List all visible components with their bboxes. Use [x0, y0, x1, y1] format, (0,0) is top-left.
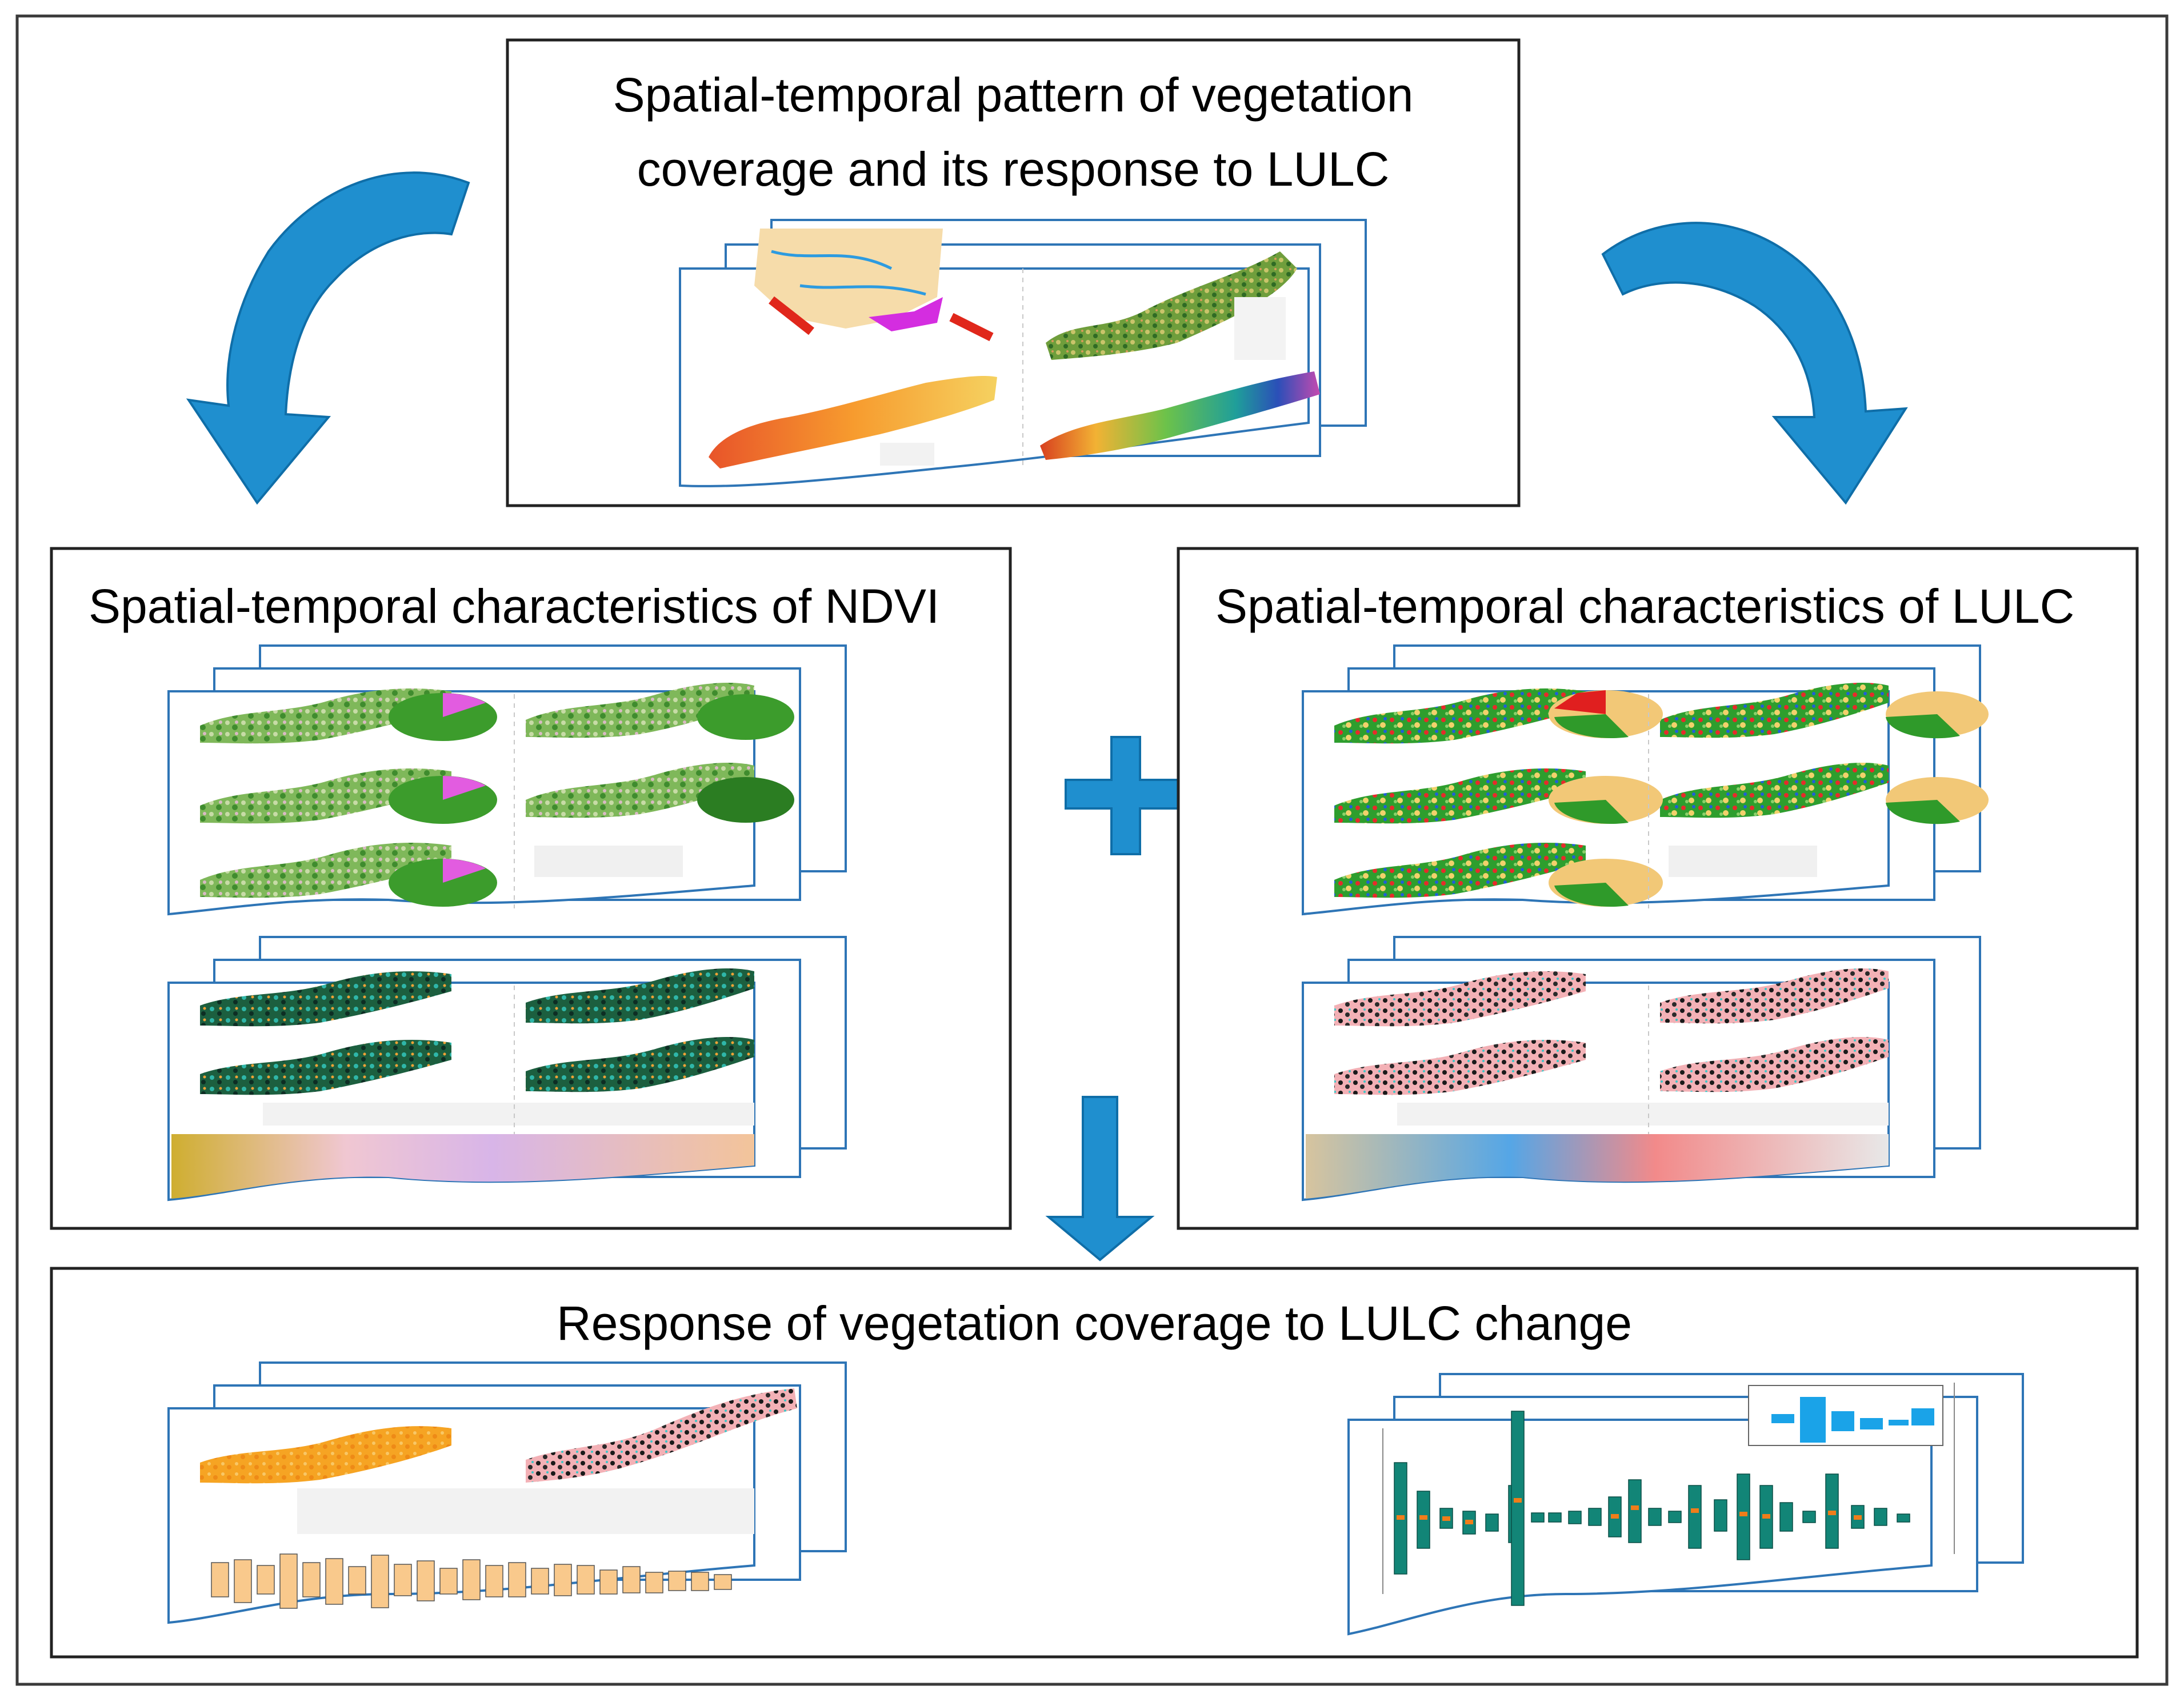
- lulc-legend: [1669, 846, 1817, 877]
- river-basin-map: [754, 229, 943, 329]
- river-network: [771, 250, 926, 296]
- lulc-pie-red-1: [1554, 690, 1606, 714]
- pointer-arrow-left: [769, 296, 814, 335]
- temperature-legend: [880, 443, 934, 466]
- ndvi-trend-map-2: [526, 968, 754, 1024]
- ndvi-trend-map-3: [200, 1040, 451, 1095]
- inset-bar-chart: [1748, 1385, 1943, 1446]
- ndvi-pie-4: [697, 777, 794, 823]
- lulc-map-2000: [1334, 688, 1586, 744]
- ndvi-pie-slice-1: [443, 693, 486, 717]
- study-area-highlight: [869, 297, 943, 331]
- response-legend: [297, 1488, 754, 1534]
- lulc-pie-green-4: [1886, 800, 1960, 824]
- ndvi-trend-map-4: [526, 1037, 754, 1092]
- contribution-markers: [1397, 1498, 1862, 1524]
- lulc-transfer-map-4: [1660, 1037, 1889, 1092]
- elevation-map: [1046, 251, 1297, 360]
- ndvi-map-2015: [526, 763, 754, 818]
- ndvi-trend-map-1: [200, 971, 451, 1027]
- lulc-transfer-map-2: [1660, 968, 1889, 1024]
- lulc-map-2010: [1334, 768, 1586, 824]
- ndvi-pie-slice-5: [443, 859, 486, 883]
- curved-arrow-left-icon: [186, 171, 470, 505]
- lulc-map-2005: [1660, 683, 1889, 738]
- lulc-stack-2: [1302, 936, 1981, 1202]
- ndvi-map-2020: [200, 843, 451, 898]
- contribution-bar-chart: [1394, 1411, 1910, 1606]
- ndvi-stack-2: [167, 936, 847, 1202]
- response-panel-title: Response of vegetation coverage to LULC …: [557, 1296, 1632, 1350]
- top-panel-title-line1: Spatial-temporal pattern of vegetation: [613, 68, 1414, 122]
- top-panel-title-line2: coverage and its response to LULC: [637, 142, 1390, 196]
- lulc-transfer-legend: [1397, 1103, 1889, 1126]
- lulc-transfer-map-2000-2020: [526, 1388, 797, 1483]
- curved-arrow-right-icon: [1601, 222, 1908, 505]
- ndvi-change-map: [200, 1426, 451, 1484]
- lulc-panel-title: Spatial-temporal characteristics of LULC: [1215, 579, 2074, 633]
- ndvi-legend: [534, 846, 683, 877]
- lulc-pie-green-1: [1554, 714, 1629, 739]
- lulc-pie-green-2: [1886, 714, 1960, 739]
- lulc-transfer-map-1: [1334, 971, 1586, 1027]
- ndvi-transfer-legend: [263, 1103, 754, 1126]
- plus-icon: [1065, 736, 1184, 855]
- lulc-pie-green-5: [1554, 883, 1629, 907]
- top-sheet-stack: [679, 219, 1367, 487]
- lulc-pie-green-3: [1554, 800, 1629, 824]
- lulc-stack-1: [1302, 644, 1989, 916]
- lulc-transfer-map-3: [1334, 1040, 1586, 1095]
- ndvi-panel-title: Spatial-temporal characteristics of NDVI: [89, 579, 939, 633]
- ndvi-pie-2: [697, 694, 794, 740]
- lulc-map-2020: [1334, 843, 1586, 898]
- temperature-map: [709, 376, 997, 468]
- ndvi-map-2005: [526, 683, 754, 738]
- precipitation-map: [1040, 371, 1320, 460]
- response-box-plot: [211, 1553, 732, 1609]
- arrow-down-icon: [1045, 1096, 1155, 1262]
- response-panel: Response of vegetation coverage to LULC …: [50, 1267, 2139, 1659]
- ndvi-panel: Spatial-temporal characteristics of NDVI: [50, 547, 1012, 1230]
- ndvi-sankey-band: [171, 1134, 754, 1199]
- pointer-arrow-right: [949, 313, 994, 342]
- elevation-legend: [1234, 297, 1286, 360]
- top-panel: Spatial-temporal pattern of vegetation c…: [506, 38, 1521, 507]
- ndvi-map-2000: [200, 688, 451, 744]
- outer-frame: [15, 14, 2169, 1686]
- lulc-sankey-band: [1306, 1134, 1889, 1199]
- response-left-stack: [167, 1361, 847, 1624]
- lulc-panel: Spatial-temporal characteristics of LULC: [1177, 547, 2139, 1230]
- response-right-stack: [1347, 1373, 2024, 1636]
- ndvi-stack-1: [167, 644, 847, 916]
- lulc-map-2015: [1660, 763, 1889, 818]
- ndvi-pie-slice-3: [443, 776, 486, 800]
- ndvi-map-2010: [200, 768, 451, 824]
